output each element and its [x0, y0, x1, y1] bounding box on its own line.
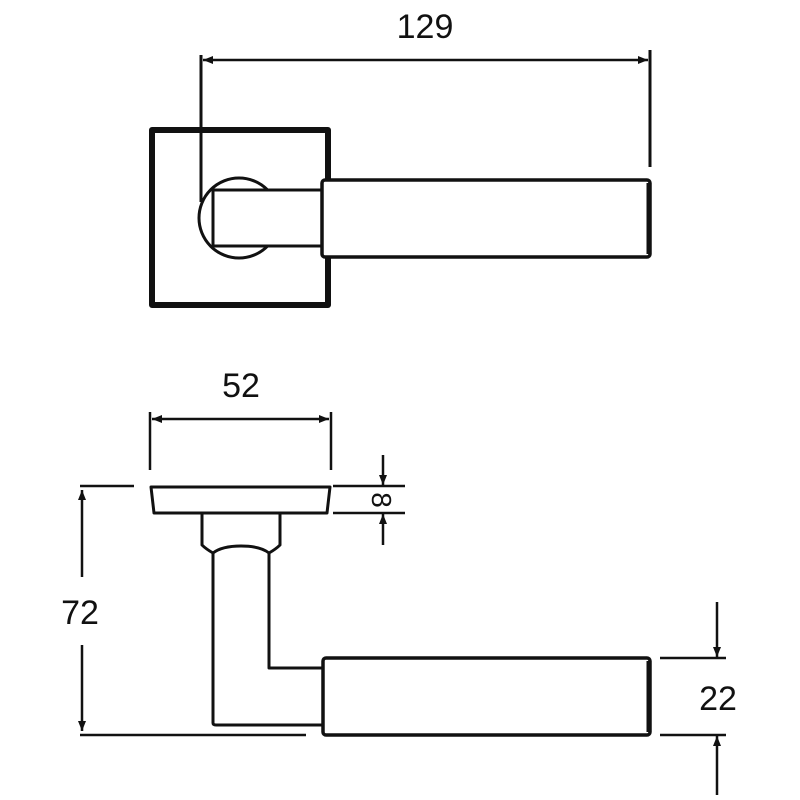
dimension-label-8: 8 — [366, 492, 397, 508]
rose-profile — [149, 485, 332, 515]
dimension-label-22: 22 — [699, 680, 737, 718]
dimension-label-52: 52 — [222, 367, 260, 405]
dimension-label-129: 129 — [397, 8, 454, 46]
side-view — [78, 412, 726, 795]
lever-grip-side — [321, 656, 652, 737]
top-view — [149, 50, 652, 308]
lever-grip — [320, 178, 652, 259]
lever-neck — [211, 188, 327, 248]
lever-profile — [200, 513, 323, 727]
dimension-label-72: 72 — [61, 594, 99, 632]
